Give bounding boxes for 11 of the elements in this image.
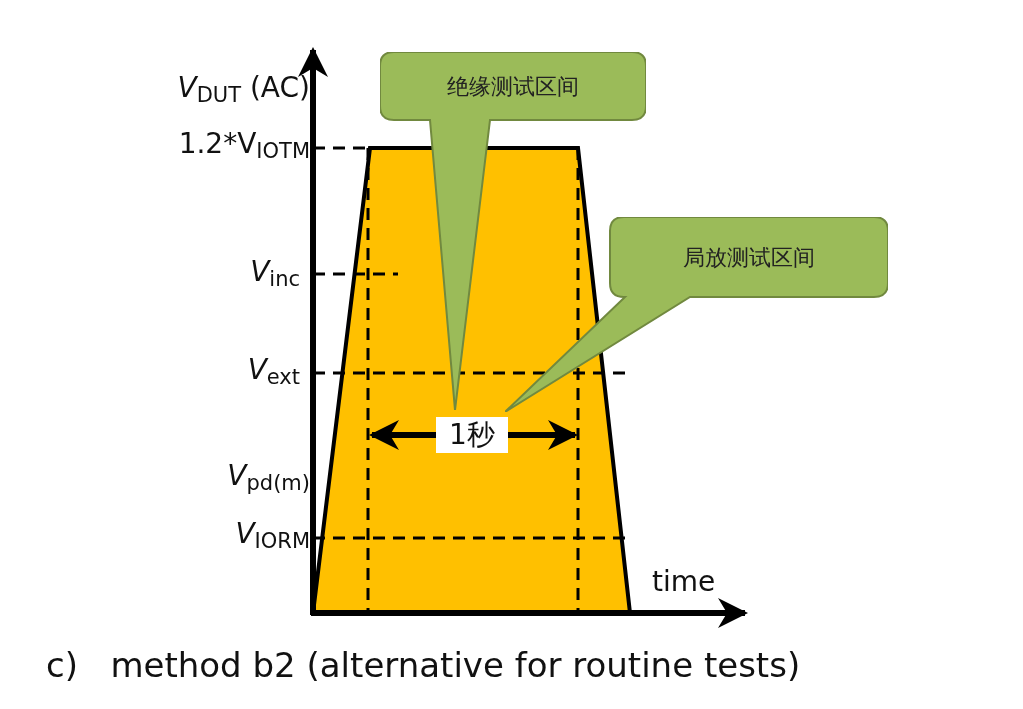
level-label: V$_{IORM}$ <box>234 516 310 552</box>
duration-label: 1秒 <box>436 417 508 453</box>
level-label: V$_{inc}$ <box>249 254 300 290</box>
caption: c) method b2 (alternative for routine tests) <box>46 644 801 687</box>
axis-label: time <box>652 564 717 600</box>
level-label: V$_{ext}$ <box>246 352 300 388</box>
level-label: V$_{DUT}$ (AC) <box>176 70 310 106</box>
level-label: V$_{pd(m)}$ <box>226 458 310 494</box>
level-label: 1.2*V$_{IOTM}$ <box>177 126 310 162</box>
callout-text: 绝缘测试区间 <box>446 73 580 101</box>
callout-text: 局放测试区间 <box>682 244 816 272</box>
